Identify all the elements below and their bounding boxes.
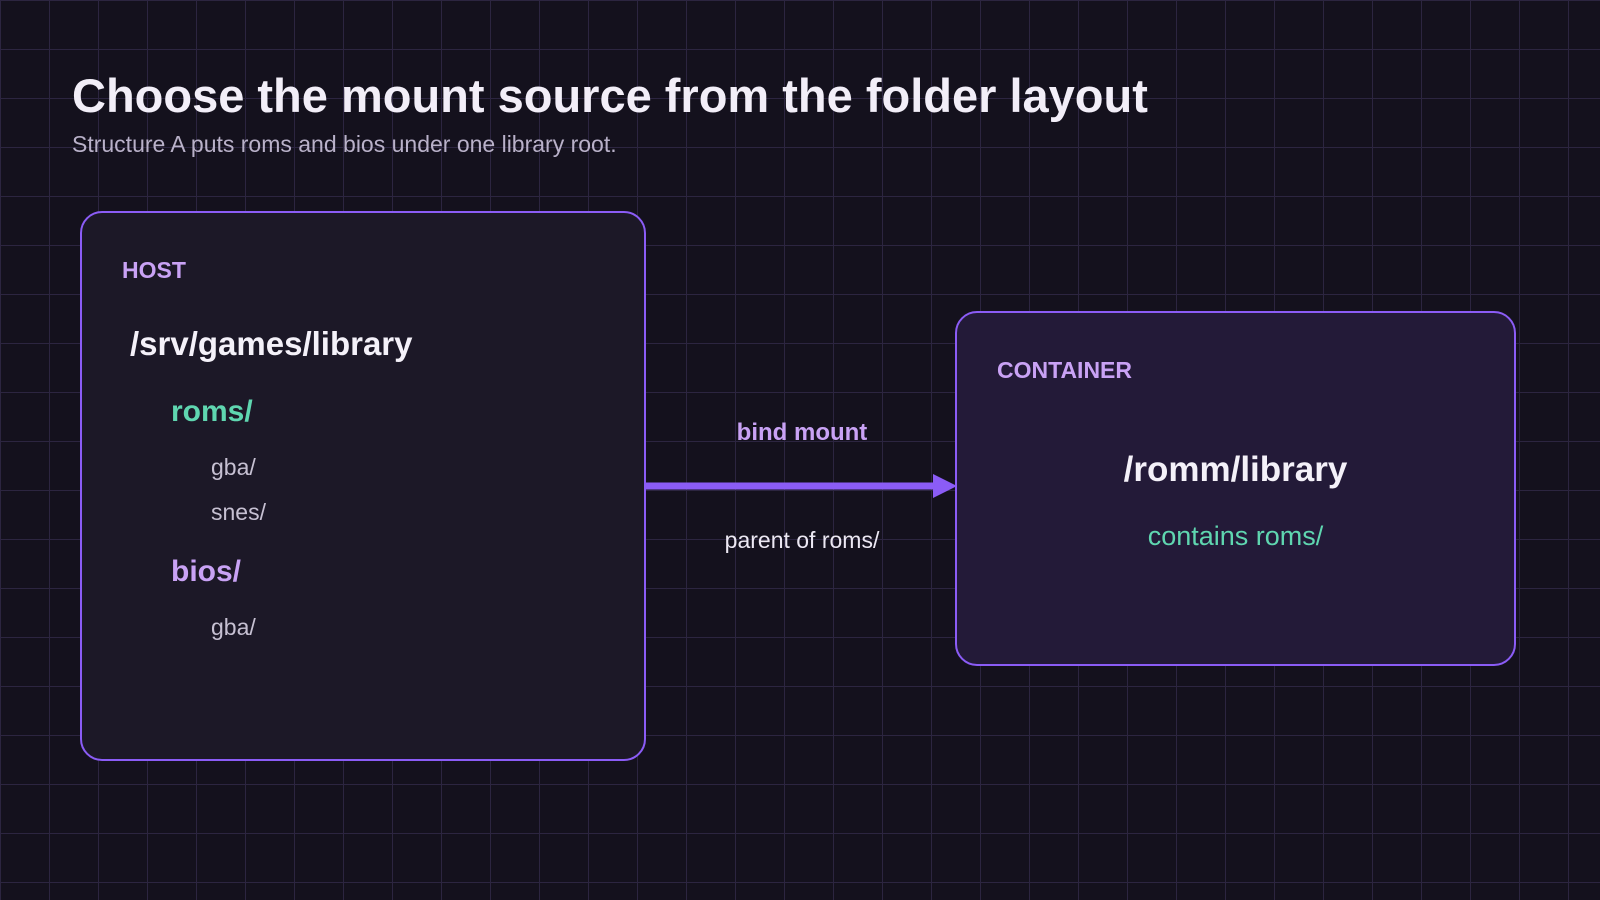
subfolder-roms-gba: gba/ [211, 454, 256, 480]
container-path: /romm/library [1123, 450, 1348, 489]
page-title: Choose the mount source from the folder … [72, 69, 1148, 122]
bind-mount-arrow-head [933, 474, 957, 498]
folder-bios: bios/ [171, 555, 242, 588]
container-panel: CONTAINER /romm/library contains roms/ [955, 311, 1516, 666]
subfolder-roms-snes: snes/ [211, 499, 266, 525]
bind-mount-note: parent of roms/ [724, 527, 880, 553]
container-note: contains roms/ [1147, 521, 1324, 551]
host-path: /srv/games/library [130, 325, 413, 362]
host-label: HOST [122, 257, 186, 283]
bind-mount-arrow [646, 474, 957, 498]
bind-mount-label: bind mount [736, 419, 868, 446]
container-label: CONTAINER [997, 357, 1133, 383]
folder-roms: roms/ [171, 395, 253, 428]
page-subtitle: Structure A puts roms and bios under one… [72, 131, 617, 157]
host-panel: HOST /srv/games/library roms/ gba/ snes/… [80, 211, 646, 761]
subfolder-bios-gba: gba/ [211, 614, 256, 640]
